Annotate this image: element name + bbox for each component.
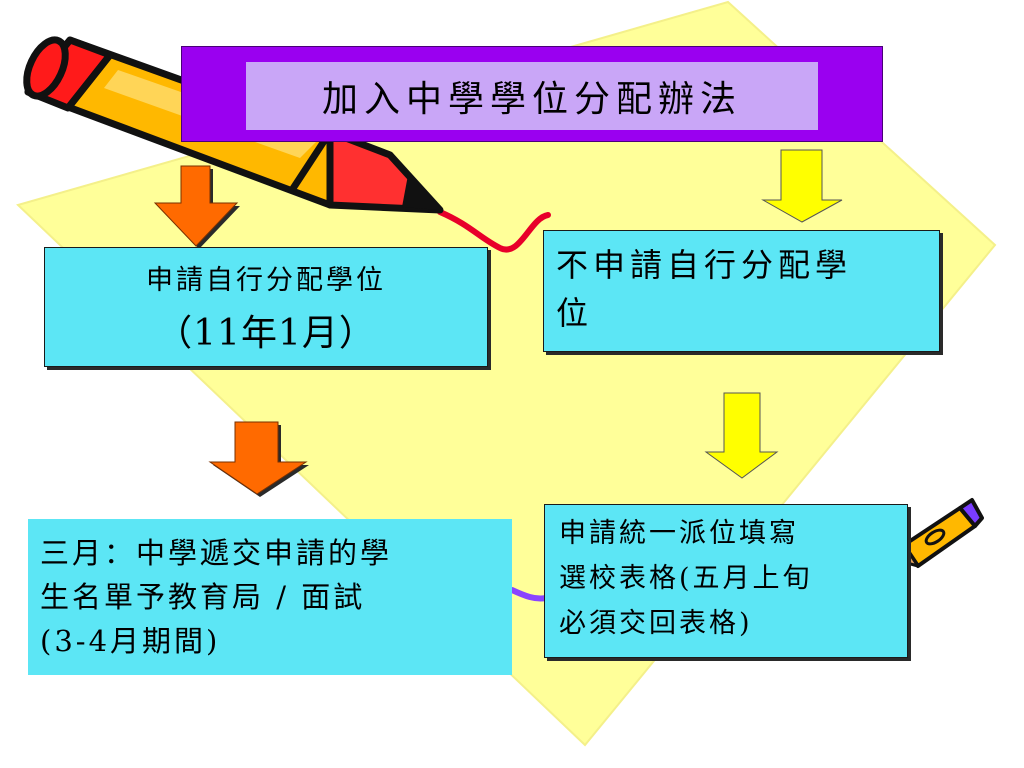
arrow-down-icon-orange-2 (208, 421, 309, 497)
box-march-submission: 三月：中學遞交申請的學 生名單予教育局 / 面試 (3-4月期間) (28, 519, 512, 675)
arrow-down-icon-yellow-2 (704, 392, 779, 479)
box-apply-line-2: （11年1月） (156, 313, 376, 354)
box-march-line-3: (3-4月期間) (40, 624, 221, 658)
connector-purple-line (509, 587, 549, 602)
box-not-apply-self-allocation: 不申請自行分配學 位 (543, 230, 940, 352)
box-march-line-2: 生名單予教育局 / 面試 (40, 580, 366, 614)
pencil-icon-small (894, 498, 984, 568)
box-march-line-1: 三月：中學遞交申請的學 (40, 536, 393, 570)
box-unified-line-2: 選校表格(五月上旬 (559, 563, 813, 594)
box-not-apply-line-2: 位 (556, 294, 594, 332)
box-not-apply-text: 不申請自行分配學 位 (556, 241, 933, 337)
page-title: 加入中學學位分配辦法 (321, 79, 742, 120)
box-apply-line-1: 申請自行分配學位 (146, 265, 386, 296)
box-march-text: 三月：中學遞交申請的學 生名單予教育局 / 面試 (3-4月期間) (40, 531, 508, 663)
box-not-apply-line-1: 不申請自行分配學 (556, 246, 853, 284)
arrow-down-icon-orange-1 (153, 165, 240, 249)
box-unified-allocation: 申請統一派位填寫 選校表格(五月上旬 必須交回表格) (544, 504, 908, 658)
box-unified-line-1: 申請統一派位填寫 (559, 518, 799, 549)
title-panel: 加入中學學位分配辦法 (246, 62, 818, 130)
arrow-down-icon-yellow-1 (761, 149, 843, 223)
box-apply-self-allocation: 申請自行分配學位 （11年1月） (44, 247, 488, 367)
box-unified-line-3: 必須交回表格) (559, 608, 753, 639)
connector-red-squiggle (437, 209, 551, 253)
box-unified-text: 申請統一派位填寫 選校表格(五月上旬 必須交回表格) (559, 511, 903, 646)
